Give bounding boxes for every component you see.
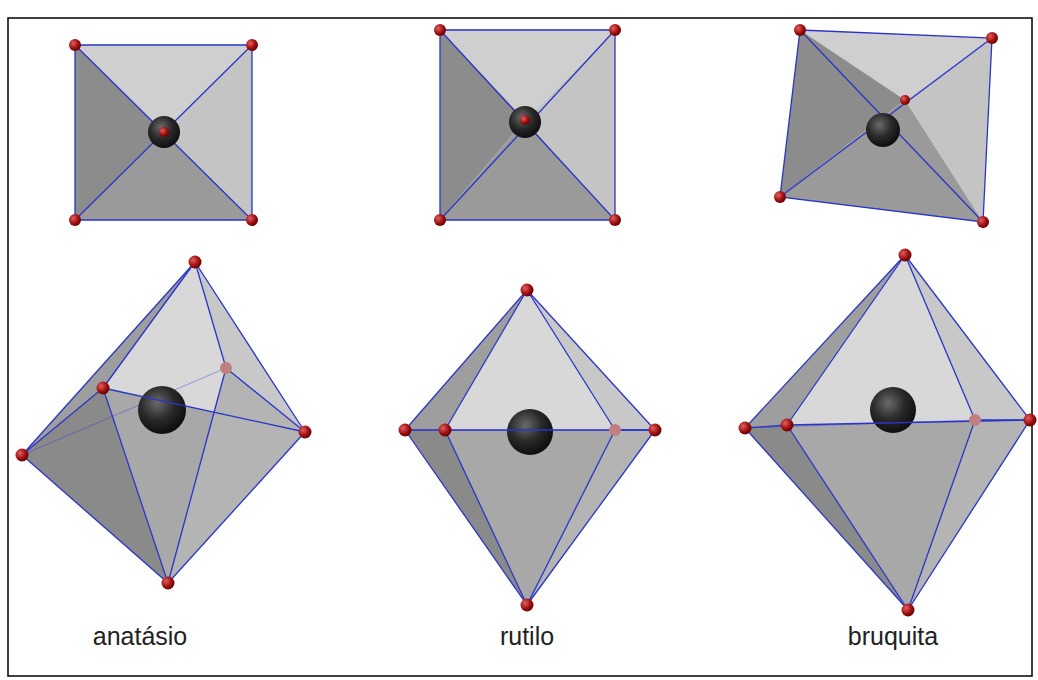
oxygen-atom (162, 577, 175, 590)
oxygen-atom-back (220, 362, 232, 374)
edge-line (445, 290, 527, 430)
edge-line (440, 30, 615, 220)
edge-line (800, 30, 983, 222)
oxygen-atom (299, 426, 312, 439)
oxygen-atom (246, 39, 258, 51)
edge-line (445, 429, 655, 430)
oxygen-atom (1024, 414, 1037, 427)
oxygen-atom (774, 191, 786, 203)
oxygen-atom (439, 424, 452, 437)
octahedron-face (908, 420, 1030, 610)
edge-line (440, 30, 615, 220)
oxygen-atom (902, 604, 915, 617)
titanium-atom (138, 386, 186, 434)
oxygen-atom (97, 382, 110, 395)
edge-line (103, 262, 195, 388)
edge-line (780, 38, 992, 197)
edge-line (908, 420, 1030, 610)
oxygen-atom (521, 599, 534, 612)
titanium-atom (148, 116, 180, 148)
edge-line (22, 262, 195, 455)
edge-line (787, 425, 908, 610)
frame (8, 18, 1032, 676)
titanium-atom (870, 387, 916, 433)
oxygen-atom (986, 32, 998, 44)
edge-line (22, 388, 103, 455)
hidden-edge (22, 368, 226, 455)
edge-line (405, 290, 527, 430)
square-outline (75, 45, 252, 220)
oxygen-atom (69, 39, 81, 51)
oxygen-atom (520, 115, 530, 125)
edge-line (405, 430, 527, 605)
oxygen-atom-back (609, 424, 621, 436)
oxygen-atom-back (969, 414, 981, 426)
square-outline (780, 30, 992, 222)
edge-line (195, 262, 305, 432)
square-outline (440, 30, 615, 220)
oxygen-atom (69, 214, 81, 226)
mineral-name: bruquita (848, 622, 938, 651)
octahedron-face (527, 430, 655, 605)
edge-line (195, 262, 226, 368)
oxygen-atom (189, 256, 202, 269)
edge-line (75, 45, 252, 220)
edge-line (787, 255, 905, 425)
titanium-atom (507, 409, 553, 455)
octahedron-face (905, 255, 1030, 420)
oxygen-atom (159, 127, 169, 137)
oxygen-atom (739, 422, 752, 435)
titanium-atom (509, 106, 541, 138)
edge-line (975, 419, 1030, 420)
edge-line (745, 255, 905, 428)
oxygen-atom (434, 214, 446, 226)
edge-line (103, 388, 305, 432)
edge-line (527, 290, 655, 430)
edge-line (527, 430, 655, 605)
oxygen-atom (16, 449, 29, 462)
mineral-name: anatásio (93, 622, 188, 651)
edge-line (905, 255, 1030, 420)
oxygen-atom (609, 214, 621, 226)
edge-line (908, 420, 975, 610)
titanium-atom (866, 113, 900, 147)
octahedron-face (445, 290, 655, 430)
oxygen-atom (794, 24, 806, 36)
octahedron-face (527, 290, 655, 430)
edge-line (75, 45, 252, 220)
edge-line (226, 368, 305, 432)
edge-line (168, 368, 226, 583)
edge-line (527, 430, 615, 605)
edge-line (103, 388, 168, 583)
edge-line (527, 290, 615, 430)
edge-line (787, 420, 1030, 425)
oxygen-atom (434, 24, 446, 36)
oxygen-atom (781, 419, 794, 432)
oxygen-atom (246, 214, 258, 226)
oxygen-atom (609, 24, 621, 36)
oxygen-atom (900, 95, 910, 105)
edge-line (445, 430, 527, 605)
oxygen-atom (899, 249, 912, 262)
oxygen-atom (399, 424, 412, 437)
octahedron-face (780, 30, 905, 197)
oxygen-atom (977, 216, 989, 228)
oxygen-atom (521, 284, 534, 297)
octahedron-face (445, 430, 655, 605)
mineral-name: rutilo (500, 622, 554, 651)
oxygen-atom (649, 424, 662, 437)
edge-line (745, 428, 908, 610)
edge-line (905, 255, 975, 420)
